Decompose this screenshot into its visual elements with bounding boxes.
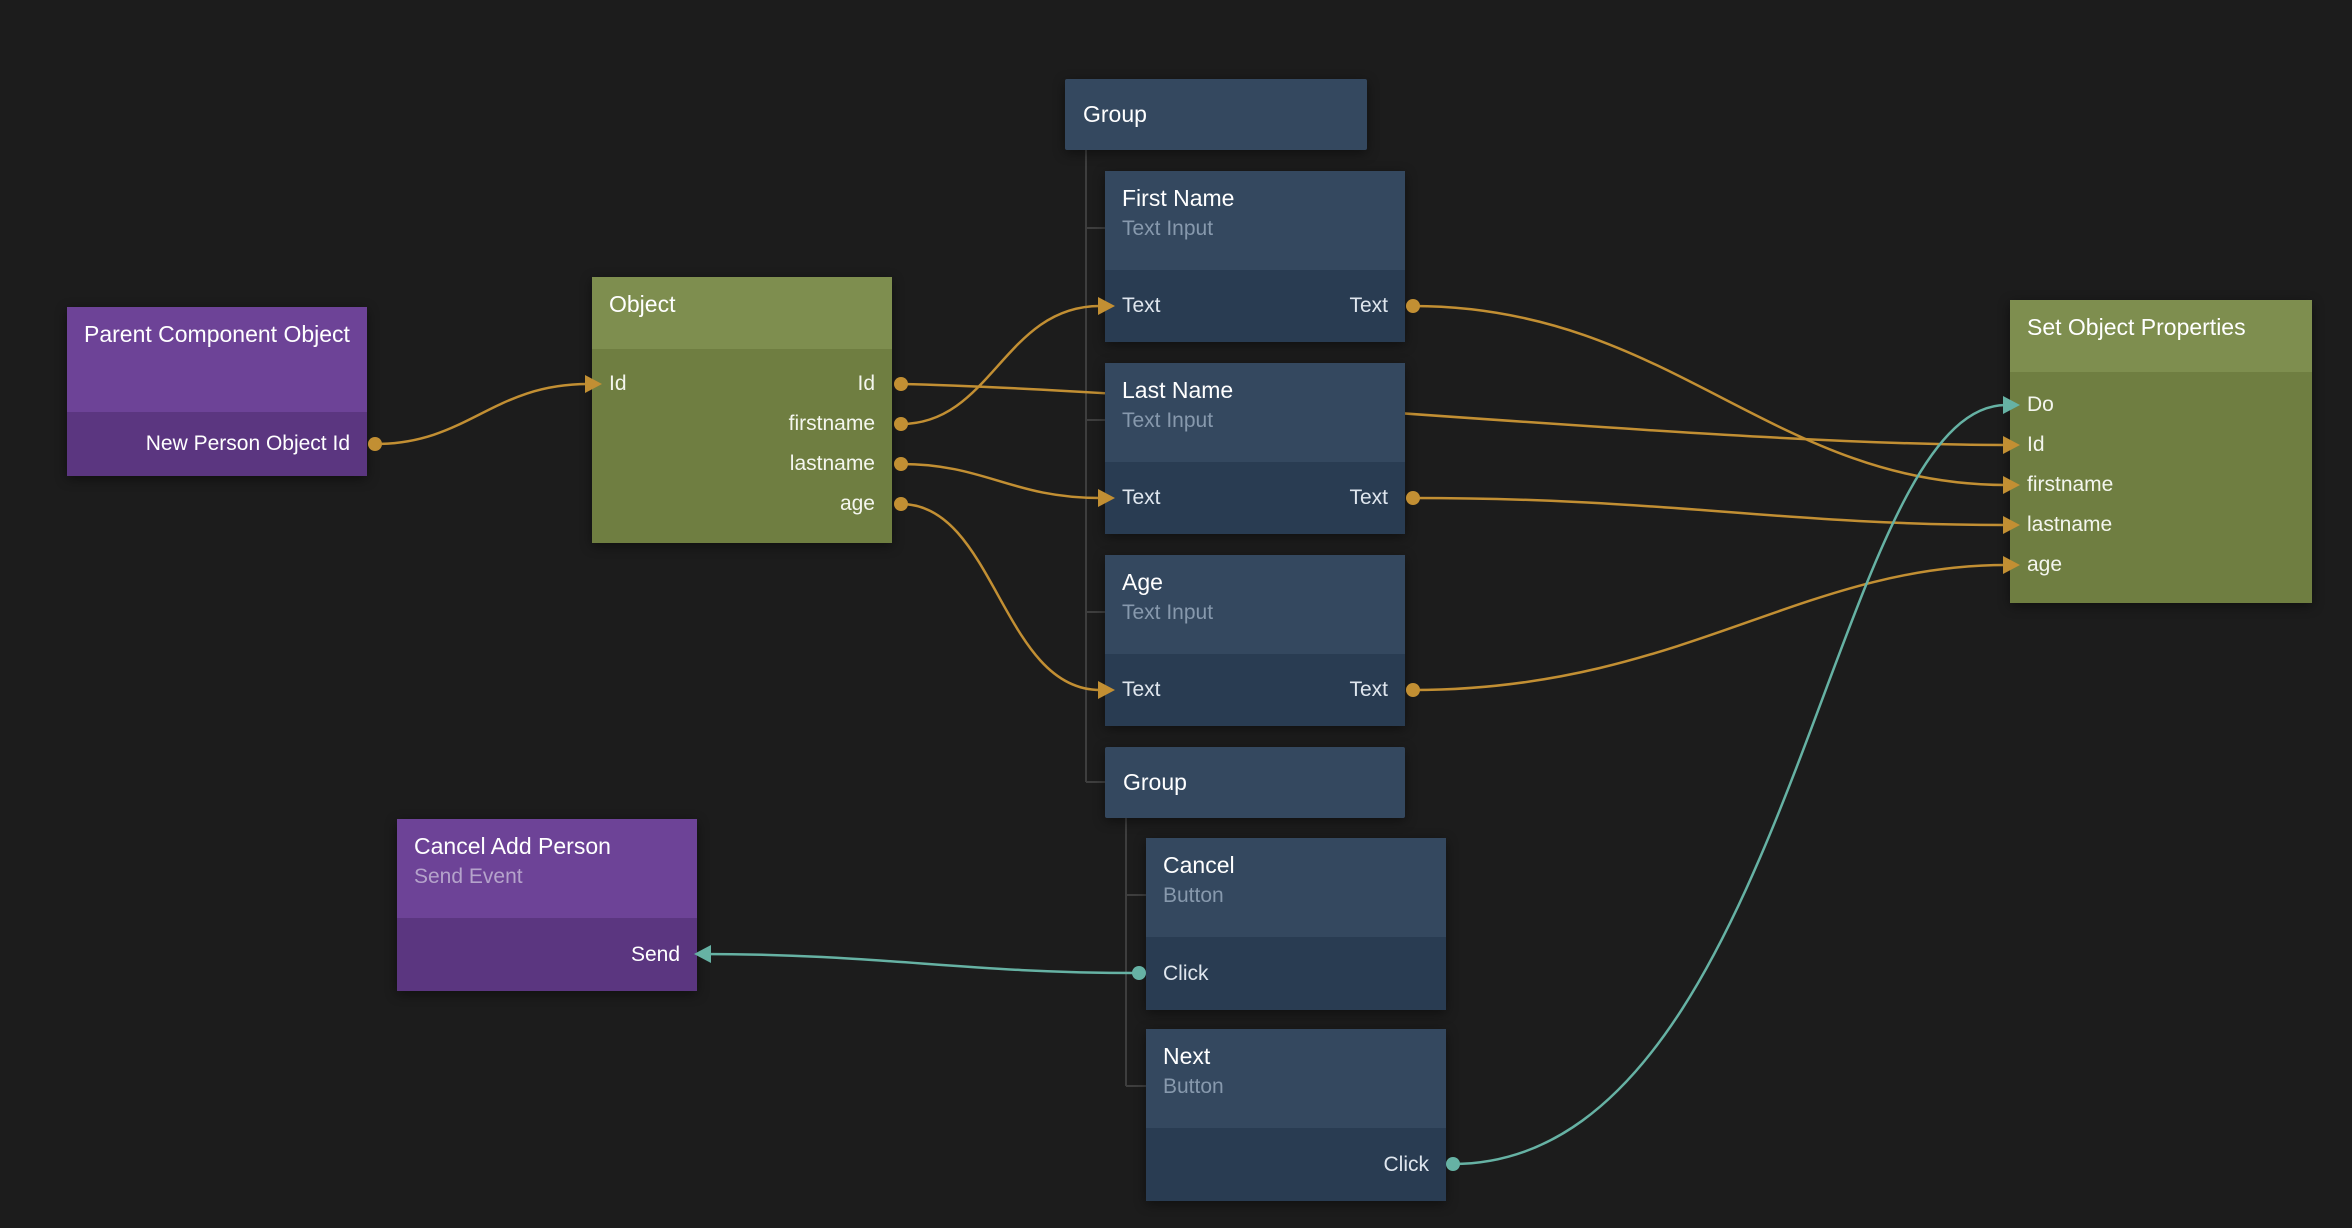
node-next-button[interactable]: Next Button Click (1146, 1029, 1446, 1201)
node-title: Next (1163, 1042, 1429, 1072)
node-object[interactable]: Object Id Id firstname lastname age (592, 277, 892, 543)
node-group-buttons[interactable]: Group (1105, 747, 1405, 818)
port-text-output[interactable]: Text (1349, 294, 1388, 318)
port-firstname-input[interactable]: firstname (2027, 473, 2113, 496)
node-set-object-properties[interactable]: Set Object Properties Do Id firstname la… (2010, 300, 2312, 603)
wire-cancel-click-to-send[interactable] (700, 954, 1139, 973)
node-title: Cancel (1163, 851, 1429, 881)
node-title: Cancel Add Person (414, 832, 680, 862)
wire-firstname-text-to-sop-firstname[interactable] (1413, 306, 2006, 485)
port-new-person-object-id-output[interactable]: New Person Object Id (146, 432, 350, 456)
group-hierarchy-line-inputs (1086, 150, 1105, 782)
node-title: Group (1083, 100, 1147, 130)
port-lastname-input[interactable]: lastname (2027, 513, 2112, 536)
port-id-output[interactable]: Id (857, 364, 875, 404)
wire-object-firstname-to-firstname-text[interactable] (901, 306, 1100, 424)
port-click-output[interactable]: Click (1163, 962, 1209, 986)
wire-parent-object-id-to-object-id[interactable] (375, 384, 588, 444)
port-do-input[interactable]: Do (2027, 393, 2054, 416)
node-first-name[interactable]: First Name Text Input Text Text (1105, 171, 1405, 342)
node-subtitle: Button (1163, 1075, 1429, 1099)
node-title: Last Name (1122, 376, 1388, 406)
group-hierarchy-line-buttons (1126, 818, 1146, 1086)
port-firstname-output[interactable]: firstname (789, 412, 875, 435)
node-parent-component-object[interactable]: Parent Component Object New Person Objec… (67, 307, 367, 476)
port-text-input[interactable]: Text (1122, 678, 1161, 702)
port-age-output[interactable]: age (840, 492, 875, 515)
node-subtitle: Text Input (1122, 601, 1388, 625)
node-title: Set Object Properties (2027, 313, 2295, 343)
port-click-output[interactable]: Click (1384, 1153, 1430, 1177)
port-lastname-output[interactable]: lastname (790, 452, 875, 475)
wire-object-id-to-sop-id[interactable] (901, 384, 2006, 445)
port-id-input[interactable]: Id (2027, 433, 2045, 456)
node-title: First Name (1122, 184, 1388, 214)
wire-age-text-to-sop-age[interactable] (1413, 565, 2006, 690)
port-age-input[interactable]: age (2027, 553, 2062, 576)
node-title: Parent Component Object (84, 320, 350, 350)
port-id-input[interactable]: Id (609, 364, 627, 404)
port-text-output[interactable]: Text (1349, 678, 1388, 702)
node-title: Age (1122, 568, 1388, 598)
node-subtitle: Text Input (1122, 409, 1388, 433)
node-subtitle: Send Event (414, 865, 680, 889)
port-text-input[interactable]: Text (1122, 294, 1161, 318)
node-last-name[interactable]: Last Name Text Input Text Text (1105, 363, 1405, 534)
node-subtitle: Text Input (1122, 217, 1388, 241)
port-send-input[interactable]: Send (631, 943, 680, 967)
node-subtitle: Button (1163, 884, 1429, 908)
node-group-inputs[interactable]: Group (1065, 79, 1367, 150)
node-cancel-add-person[interactable]: Cancel Add Person Send Event Send (397, 819, 697, 991)
node-title: Object (609, 290, 875, 320)
node-cancel-button[interactable]: Cancel Button Click (1146, 838, 1446, 1010)
port-text-output[interactable]: Text (1349, 486, 1388, 510)
wire-lastname-text-to-sop-lastname[interactable] (1413, 498, 2006, 525)
wire-object-lastname-to-lastname-text[interactable] (901, 464, 1100, 498)
wire-next-click-to-sop-do[interactable] (1453, 405, 2006, 1164)
port-text-input[interactable]: Text (1122, 486, 1161, 510)
node-title: Group (1123, 768, 1187, 798)
node-age[interactable]: Age Text Input Text Text (1105, 555, 1405, 726)
wire-object-age-to-age-text[interactable] (901, 504, 1100, 690)
